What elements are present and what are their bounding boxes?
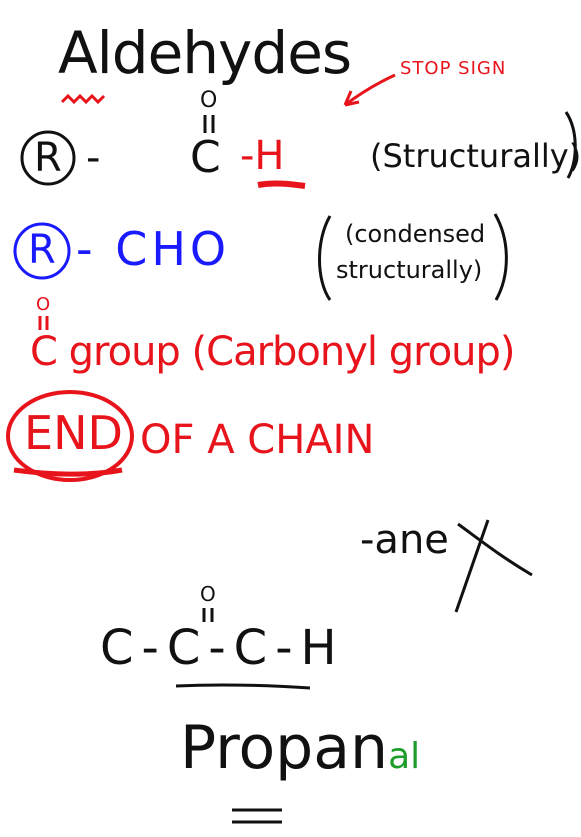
r-group-circle (20, 130, 76, 186)
stop-sign-arrow (344, 73, 396, 107)
carbonyl-double-bond (203, 115, 215, 133)
example-double-bond (202, 608, 214, 622)
page-heading: Aldehydes (58, 19, 352, 87)
end-underline (13, 467, 123, 477)
example-structure: C-C-C-H (100, 620, 345, 676)
example-name-suffix: al (388, 736, 421, 777)
structural-dash: - (86, 135, 101, 181)
suffix-strike (454, 519, 533, 613)
condensed-label-line1: (condensed (345, 220, 486, 248)
r-group-label: R (34, 135, 62, 181)
example-name-base: Propan (180, 713, 389, 783)
condensed-close-paren (493, 213, 508, 301)
example-oxygen: O (200, 582, 216, 606)
end-of-chain-text: OF A CHAIN (140, 417, 375, 463)
stop-sign-arrowhead (343, 90, 360, 107)
example-underline (175, 683, 311, 690)
stop-sign-note: STOP SIGN (400, 58, 507, 79)
r-group-circle-blue (13, 222, 71, 280)
aldehyde-hydrogen: -H (240, 133, 285, 179)
suffix-note: -ane (360, 517, 449, 563)
structural-label: (Structurally) (370, 137, 581, 175)
condensed-open-paren (318, 215, 332, 301)
carbonyl-note-oxygen: O (36, 294, 51, 315)
carbonyl-carbon: C (190, 132, 221, 183)
heading-wavy-underline (60, 93, 106, 105)
structural-close-paren (564, 111, 577, 179)
carbonyl-note: C group (Carbonyl group) (30, 329, 516, 375)
hydrogen-underline (257, 180, 306, 189)
name-double-underline (232, 808, 282, 824)
carbonyl-oxygen: O (200, 88, 218, 113)
end-word: END (24, 406, 123, 460)
r-group-label-blue: R (28, 227, 56, 273)
carbonyl-note-double-bond (38, 316, 49, 330)
condensed-label-line2: structurally) (336, 256, 483, 284)
condensed-formula: - CHO (76, 222, 231, 276)
end-circle (6, 390, 134, 482)
example-name: Propanal (180, 718, 420, 778)
